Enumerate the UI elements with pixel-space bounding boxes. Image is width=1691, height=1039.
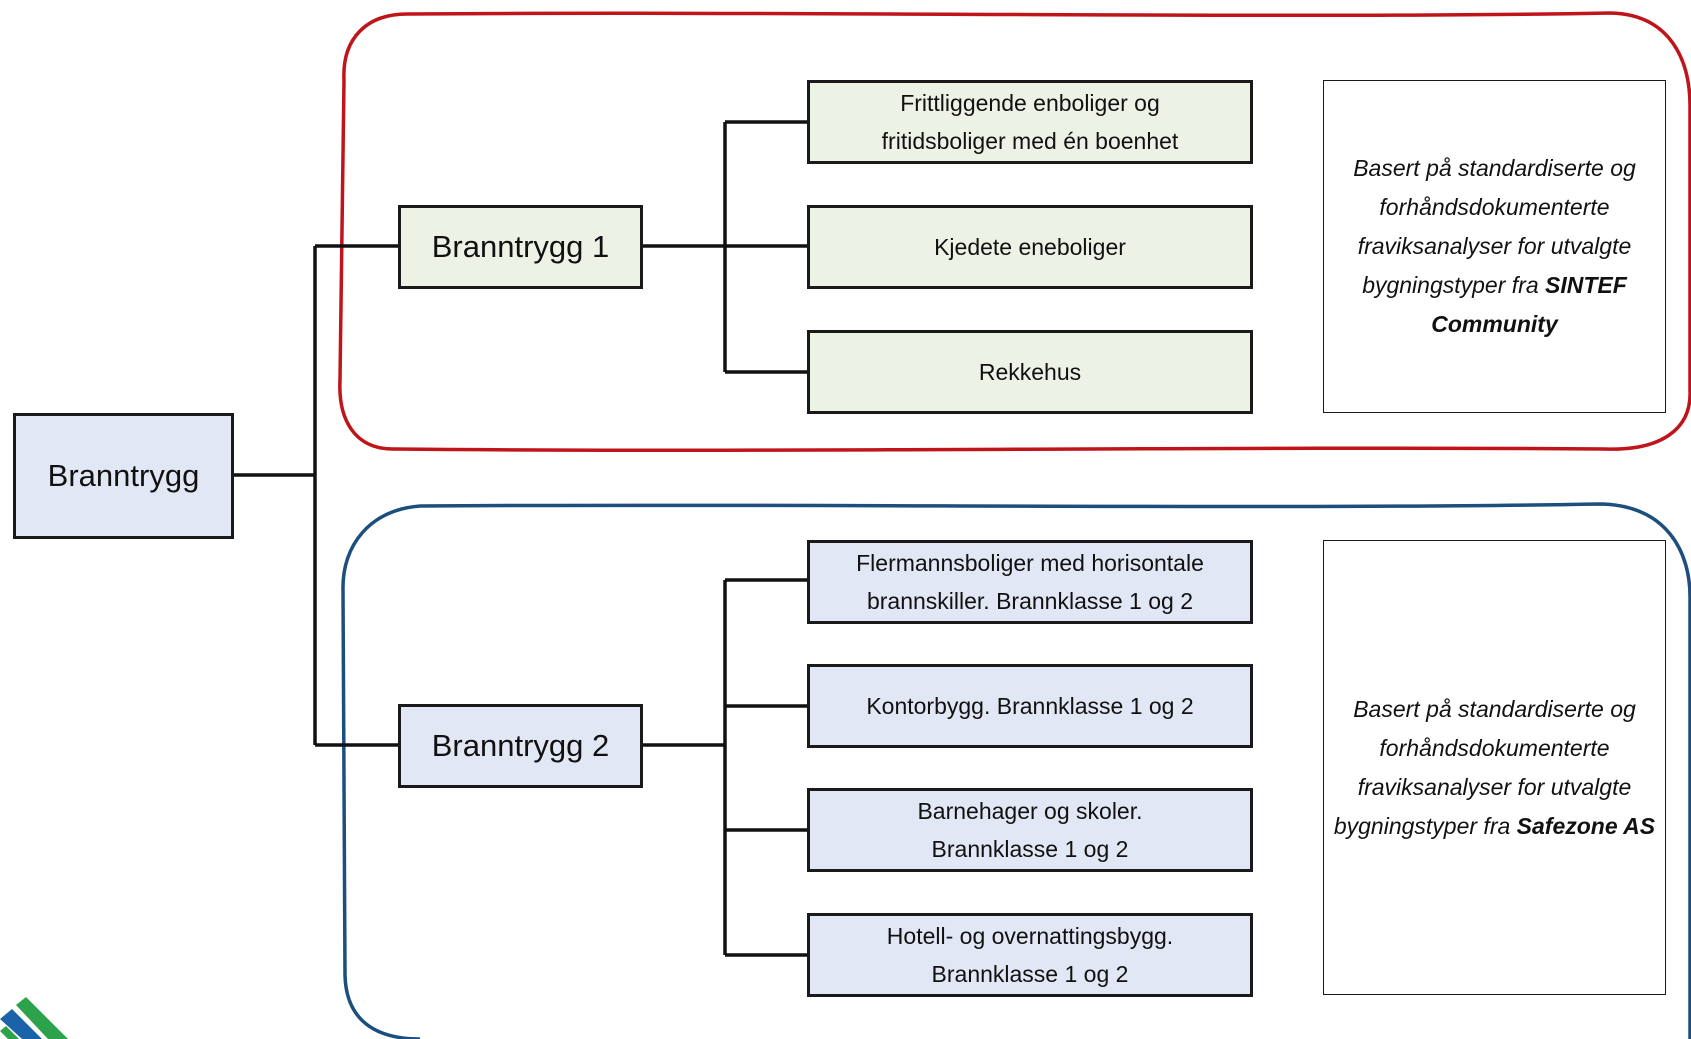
group1-item-3-line1: Rekkehus [978, 359, 1082, 385]
group2-item-3-line2: Brannklasse 1 og 2 [931, 836, 1129, 862]
group1-item-2-line1: Kjedete eneboliger [934, 234, 1126, 260]
group2-node: Branntrygg 2 [398, 704, 643, 788]
group1-item-3: Rekkehus [807, 330, 1253, 414]
group2-item-2: Kontorbygg. Brannklasse 1 og 2 [807, 664, 1253, 748]
group2-note-text: Basert på standardiserte og forhåndsdoku… [1333, 695, 1636, 839]
group2-item-1: Flermannsboliger med horisontale brannsk… [807, 540, 1253, 624]
group2-item-4-line1: Hotell- og overnattingsbygg. [886, 923, 1174, 949]
group2-label: Branntrygg 2 [431, 728, 610, 763]
group1-item-1: Frittliggende enboliger og fritidsbolige… [807, 80, 1253, 164]
group2-item-1-line2: brannskiller. Brannklasse 1 og 2 [866, 588, 1193, 614]
root-label: Branntrygg [47, 458, 200, 493]
group1-outline [338, 11, 1691, 453]
group1-label: Branntrygg 1 [431, 229, 610, 264]
group1-note-text: Basert på standardiserte og forhåndsdoku… [1353, 155, 1636, 298]
group2-item-3: Barnehager og skoler. Brannklasse 1 og 2 [807, 788, 1253, 872]
root-node: Branntrygg [13, 413, 234, 539]
group2-item-3-line1: Barnehager og skoler. [917, 798, 1143, 824]
group1-item-1-line1: Frittliggende enboliger og [900, 90, 1160, 116]
group2-item-4-line2: Brannklasse 1 og 2 [931, 961, 1129, 987]
group2-outline [341, 502, 1691, 1039]
group1-item-1-line2: fritidsboliger med én boenhet [881, 128, 1179, 154]
group1-note-source: SINTEF Community [1431, 272, 1627, 337]
group1-note: Basert på standardiserte og forhåndsdoku… [1323, 80, 1666, 413]
group2-item-4: Hotell- og overnattingsbygg. Brannklasse… [807, 913, 1253, 997]
group2-note: Basert på standardiserte og forhåndsdoku… [1323, 540, 1666, 995]
group1-item-2: Kjedete eneboliger [807, 205, 1253, 289]
group2-note-source: Safezone AS [1516, 812, 1656, 839]
group1-node: Branntrygg 1 [398, 205, 643, 289]
group2-item-1-line1: Flermannsboliger med horisontale [856, 550, 1204, 576]
logo-icon [0, 997, 68, 1039]
connectors [233, 120, 807, 957]
group2-item-2-line1: Kontorbygg. Brannklasse 1 og 2 [866, 693, 1194, 719]
